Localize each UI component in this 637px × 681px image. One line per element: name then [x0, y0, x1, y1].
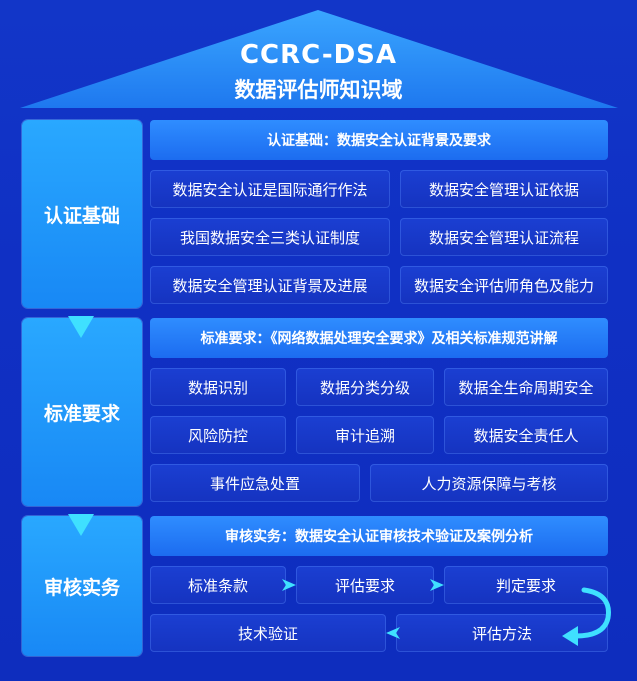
topic-cell: 我国数据安全三类认证制度	[150, 218, 390, 256]
topic-cell: 数据安全评估师角色及能力	[400, 266, 608, 304]
flow-step: 评估要求	[296, 566, 434, 604]
topic-cell: 数据安全管理认证流程	[400, 218, 608, 256]
topic-cell: 数据识别	[150, 368, 286, 406]
diagram-subtitle: 数据评估师知识域	[234, 78, 403, 102]
topic-cell: 人力资源保障与考核	[370, 464, 608, 502]
arrow-left-icon	[386, 627, 400, 639]
section-tab-standards: 标准要求	[22, 318, 142, 506]
diagram-title: CCRC-DSA	[239, 40, 398, 70]
topic-cell: 数据安全管理认证背景及进展	[150, 266, 390, 304]
arrow-right-icon	[430, 579, 444, 591]
flow-step: 判定要求	[444, 566, 608, 604]
section-tab-audit: 审核实务	[22, 516, 142, 656]
down-arrow-icon	[68, 316, 94, 338]
topic-cell: 数据全生命周期安全	[444, 368, 608, 406]
topic-cell: 风险防控	[150, 416, 286, 454]
roof-shape	[20, 10, 618, 108]
topic-cell: 数据安全管理认证依据	[400, 170, 608, 208]
curved-return-arrow-icon	[562, 587, 611, 646]
topic-cell: 数据安全责任人	[444, 416, 608, 454]
flow-step: 技术验证	[150, 614, 386, 652]
topic-cell: 数据分类分级	[296, 368, 434, 406]
topic-cell: 事件应急处置	[150, 464, 360, 502]
section-header-audit: 审核实务：数据安全认证审核技术验证及案例分析	[150, 516, 608, 556]
section-tab-basics: 认证基础	[22, 120, 142, 308]
flow-step: 标准条款	[150, 566, 286, 604]
topic-cell: 审计追溯	[296, 416, 434, 454]
section-header-standards: 标准要求：《网络数据处理安全要求》及相关标准规范讲解	[150, 318, 608, 358]
down-arrow-icon	[68, 514, 94, 536]
arrow-right-icon	[282, 579, 296, 591]
topic-cell: 数据安全认证是国际通行作法	[150, 170, 390, 208]
section-header-basics: 认证基础：数据安全认证背景及要求	[150, 120, 608, 160]
